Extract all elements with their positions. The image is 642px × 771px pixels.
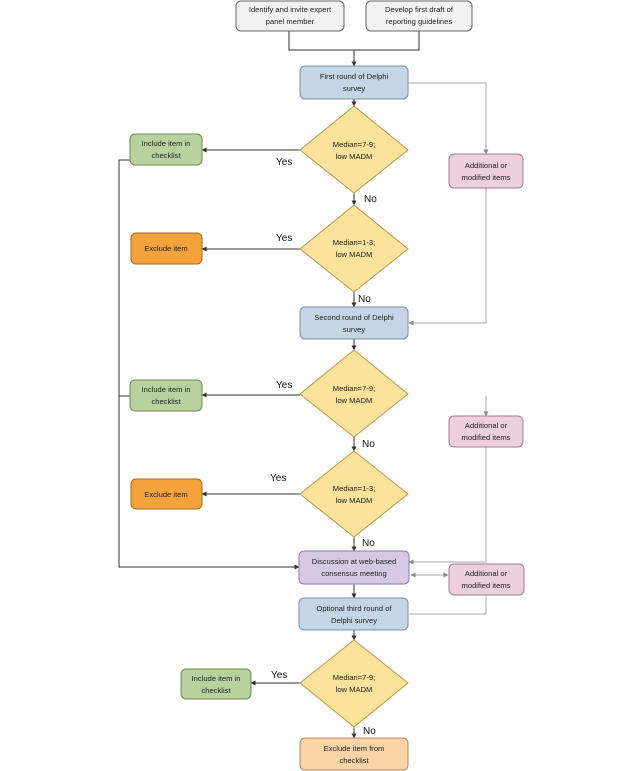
- node-identify: Identify and invite expert panel member: [235, 0, 345, 32]
- label-yes-4: Yes: [270, 473, 286, 484]
- node-additional-1-line2: modified items: [462, 173, 511, 182]
- node-additional-3: Additional or modified items: [448, 563, 525, 596]
- node-include-3-line1: Include item in: [192, 674, 241, 683]
- label-no-4: No: [362, 538, 375, 549]
- decision-4-line2: low MADM: [336, 496, 373, 505]
- label-yes-1: Yes: [276, 157, 292, 168]
- node-exclude-2-line1: Exclude item: [144, 490, 187, 499]
- label-yes-2: Yes: [276, 233, 292, 244]
- node-second-round-line2: survey: [343, 325, 366, 334]
- decision-3: Median=7-9; low MADM: [299, 349, 409, 438]
- decision-4-line1: Median=1-3;: [333, 484, 375, 493]
- node-exclude-2: Exclude item: [130, 478, 203, 510]
- label-no-3: No: [362, 439, 375, 450]
- node-exclude-final: Exclude item from checklist: [299, 737, 409, 771]
- decision-1-line1: Median=7-9;: [333, 140, 375, 149]
- node-additional-1-line1: Additional or: [465, 161, 508, 170]
- edges: [118, 31, 420, 739]
- node-third-round-line2: Delphi survey: [331, 616, 377, 625]
- node-additional-3-line2: modified items: [462, 581, 511, 590]
- node-develop-line1: Develop first draft of: [385, 5, 454, 14]
- decision-2-line2: low MADM: [336, 250, 373, 259]
- edge-labels: Yes No Yes No Yes No Yes No Yes No: [270, 157, 377, 737]
- decision-2: Median=1-3; low MADM: [299, 204, 409, 293]
- node-identify-line1: Identify and invite expert: [249, 5, 332, 14]
- node-additional-2: Additional or modified items: [448, 415, 524, 448]
- decision-1: Median=7-9; low MADM: [299, 105, 409, 194]
- node-identify-line2: panel member: [266, 17, 315, 26]
- decision-5-line2: low MADM: [336, 685, 373, 694]
- node-additional-2-line1: Additional or: [465, 421, 508, 430]
- node-second-round: Second round of Delphi survey: [299, 306, 409, 340]
- node-additional-1: Additional or modified items: [448, 153, 524, 189]
- decision-3-line1: Median=7-9;: [333, 384, 375, 393]
- node-first-round-line2: survey: [343, 84, 366, 93]
- feedback-edges: [408, 82, 489, 615]
- decision-5: Median=7-9; low MADM: [299, 639, 409, 728]
- node-include-3-line2: checklist: [201, 686, 231, 695]
- node-include-1-line1: Include item in: [142, 139, 191, 148]
- node-develop-line2: reporting guidelines: [386, 17, 452, 26]
- decision-3-line2: low MADM: [336, 396, 373, 405]
- node-include-1: Include item in checklist: [129, 133, 203, 166]
- node-exclude-final-line2: checklist: [339, 756, 369, 765]
- node-first-round: First round of Delphi survey: [299, 65, 409, 100]
- decision-4: Median=1-3; low MADM: [299, 450, 409, 538]
- decision-5-line1: Median=7-9;: [333, 673, 375, 682]
- node-develop: Develop first draft of reporting guideli…: [365, 0, 473, 32]
- node-additional-2-line2: modified items: [462, 433, 511, 442]
- node-first-round-line1: First round of Delphi: [320, 72, 389, 81]
- node-discussion-line1: Discussion at web-based: [312, 557, 396, 566]
- decision-2-line1: Median=1-3;: [333, 238, 375, 247]
- node-additional-3-line1: Additional or: [465, 569, 508, 578]
- node-include-2-line1: Include item in: [142, 385, 191, 394]
- label-no-1: No: [364, 194, 377, 205]
- node-include-1-line2: checklist: [151, 151, 181, 160]
- node-second-round-line1: Second round of Delphi: [314, 313, 394, 322]
- label-no-5: No: [363, 726, 376, 737]
- label-yes-5: Yes: [271, 670, 287, 681]
- node-discussion-line2: consensus meeting: [321, 569, 386, 578]
- node-include-3: Include item in checklist: [180, 668, 252, 700]
- label-no-2: No: [358, 294, 371, 305]
- node-exclude-1-line1: Exclude item: [144, 244, 187, 253]
- label-yes-3: Yes: [276, 380, 292, 391]
- node-third-round-line1: Optional third round of: [316, 604, 392, 613]
- node-include-2: Include item in checklist: [129, 379, 203, 412]
- node-include-2-line2: checklist: [151, 397, 181, 406]
- decision-1-line2: low MADM: [336, 152, 373, 161]
- node-exclude-1: Exclude item: [130, 232, 203, 265]
- node-third-round: Optional third round of Delphi survey: [298, 597, 409, 631]
- node-exclude-final-line1: Exclude item from: [324, 744, 385, 753]
- node-discussion: Discussion at web-based consensus meetin…: [298, 550, 410, 585]
